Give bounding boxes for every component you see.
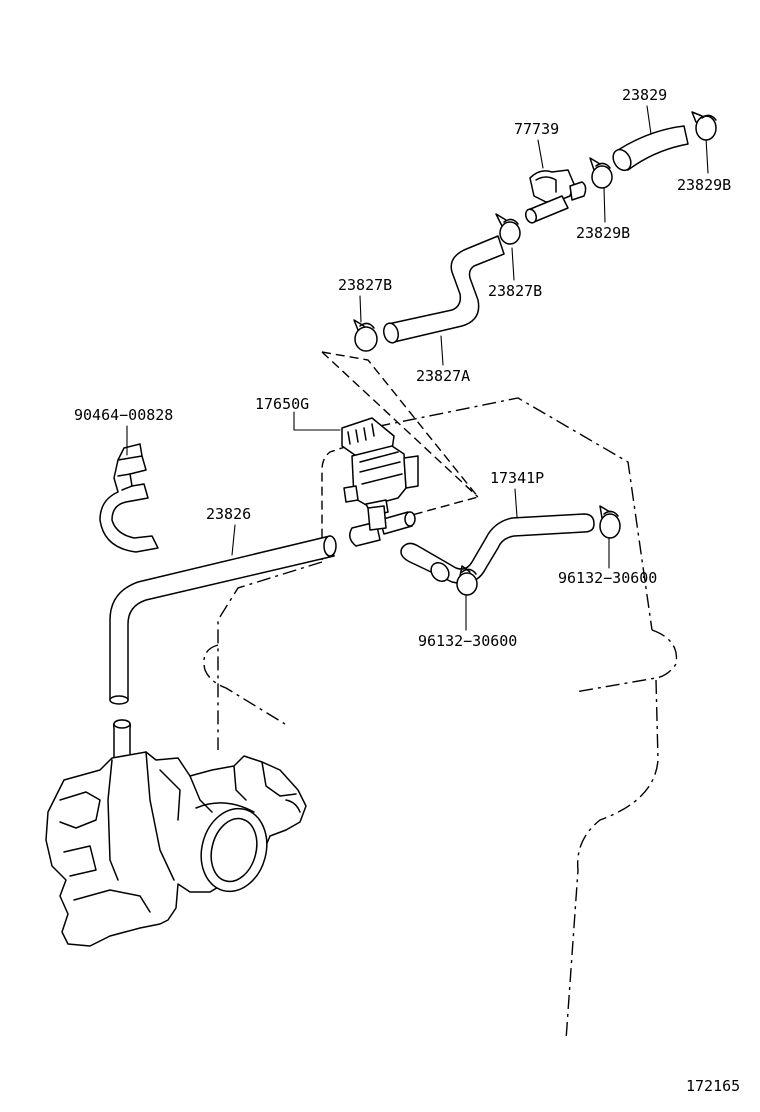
hose-23827a [383,235,505,344]
label-17341p: 17341P [490,469,544,487]
label-23829b-mid: 23829B [576,224,630,242]
label-23829b-right: 23829B [677,176,731,194]
label-90464-00828: 90464−00828 [74,406,173,424]
valve-77739 [524,169,587,224]
figure-number: 172165 [686,1077,740,1095]
hose-23829 [612,125,689,172]
label-23827b-left: 23827B [338,276,392,294]
label-23829: 23829 [622,86,667,104]
label-17650g: 17650G [255,395,309,413]
clip-23827b-left [353,319,378,352]
phantom-outlines [203,351,678,1041]
clamp-90464-00828 [99,443,159,553]
leader-lines [126,105,709,631]
label-23827b-right: 23827B [488,282,542,300]
clip-23829b-right [691,111,717,141]
throttle-body [45,719,307,947]
clip-23829b-mid [589,157,613,189]
label-96132-30600-right: 96132−30600 [558,569,657,587]
vsv-17650g [341,417,419,547]
hose-23826 [109,535,337,705]
label-77739: 77739 [514,120,559,138]
clip-96132-30600-right [599,505,621,539]
label-23827a: 23827A [416,367,470,385]
clip-23827b-right [495,213,521,245]
label-23826: 23826 [206,505,251,523]
label-96132-30600-bottom: 96132−30600 [418,632,517,650]
clip-96132-30600-bottom [456,565,478,596]
